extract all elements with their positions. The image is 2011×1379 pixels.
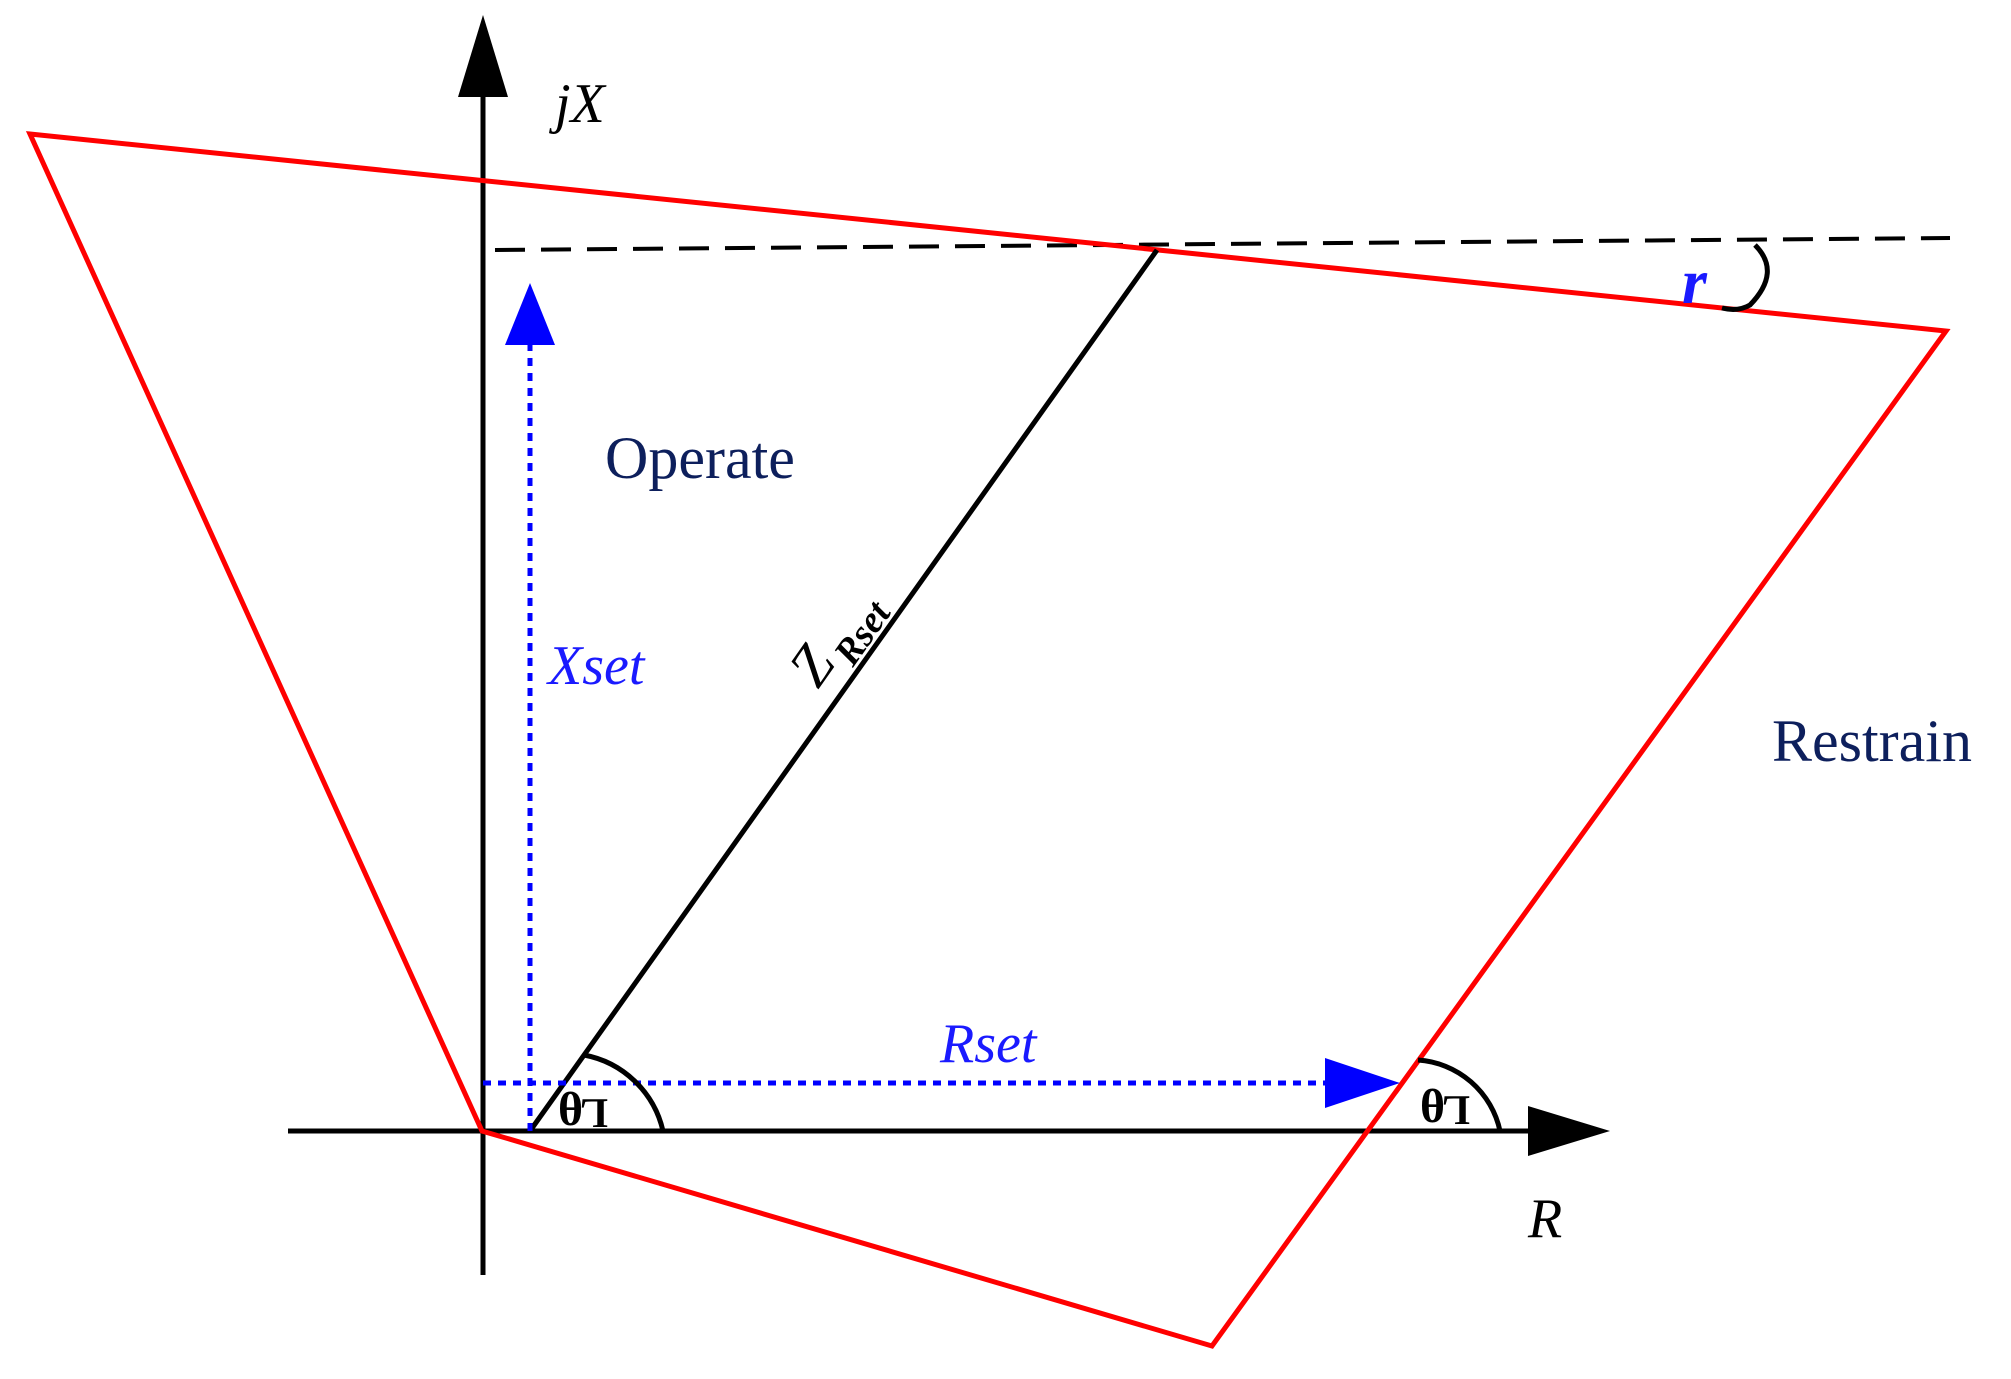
x-axis-label: R bbox=[1527, 1188, 1562, 1250]
theta-label-right-main: θ bbox=[1420, 1080, 1445, 1133]
xset-arrowhead bbox=[505, 283, 555, 345]
y-axis-label: jX bbox=[549, 73, 608, 135]
x-axis-arrowhead bbox=[1528, 1106, 1610, 1156]
zrset-label: Z Rset bbox=[775, 593, 900, 698]
reactance-reference-dashed-line bbox=[494, 236, 1951, 252]
zrset-label-subscript: Rset bbox=[825, 593, 900, 674]
theta-label-right-sub: L bbox=[1442, 1086, 1470, 1132]
zone-characteristic-quadrilateral bbox=[25, 131, 1951, 1349]
axes bbox=[288, 15, 1610, 1275]
gamma-label: r bbox=[1682, 246, 1708, 317]
theta-arc-origin bbox=[583, 1052, 666, 1132]
zrset-line bbox=[527, 248, 1160, 1133]
operate-region-label: Operate bbox=[605, 425, 795, 491]
theta-label-origin-sub: L bbox=[580, 1089, 608, 1135]
theta-label-right: θ L bbox=[1420, 1080, 1470, 1133]
gamma-arc bbox=[1721, 243, 1770, 312]
rset-arrow bbox=[483, 1058, 1400, 1108]
y-axis-arrowhead bbox=[458, 15, 508, 97]
xset-label: Xset bbox=[546, 635, 646, 697]
theta-label-origin: θ L bbox=[558, 1083, 608, 1136]
theta-label-origin-main: θ bbox=[558, 1083, 583, 1136]
xset-arrow bbox=[505, 283, 555, 1131]
rset-arrowhead bbox=[1325, 1058, 1400, 1108]
rset-label: Rset bbox=[939, 1013, 1038, 1075]
theta-arc-right bbox=[1417, 1057, 1503, 1132]
restrain-region-label: Restrain bbox=[1772, 708, 1972, 774]
